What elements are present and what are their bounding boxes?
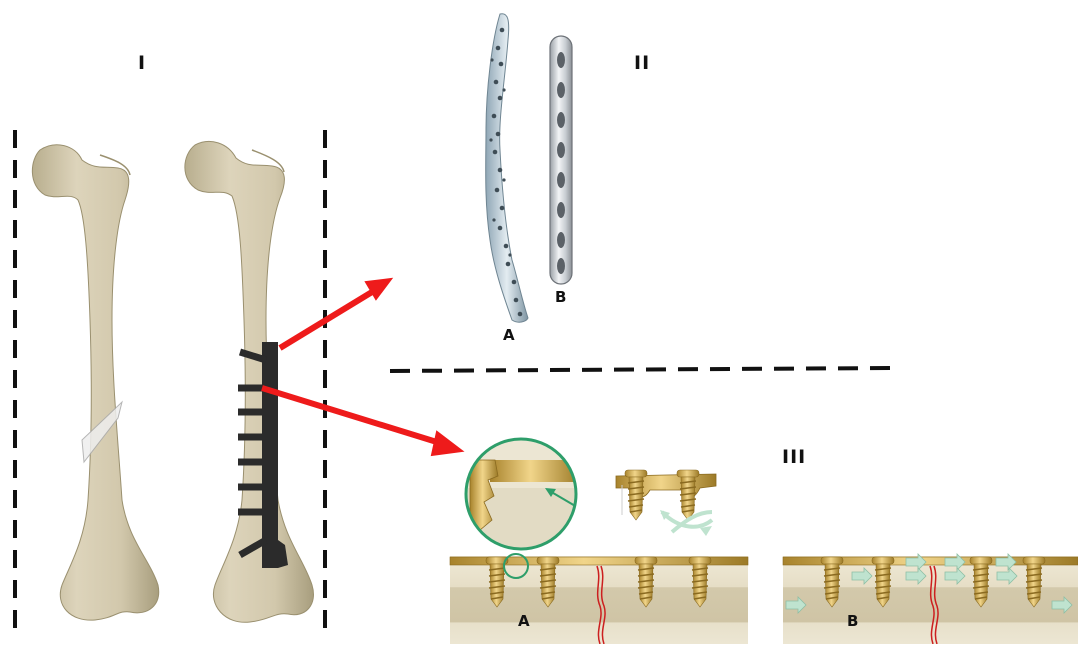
femur-fractured	[32, 145, 158, 620]
panel-b	[783, 554, 1078, 644]
fixation-plate	[262, 342, 278, 568]
section-label-2: II	[634, 54, 650, 73]
plate-a-label: A	[503, 328, 515, 343]
plate-b-image	[550, 36, 572, 284]
section-label-3: III	[782, 448, 806, 467]
plate-a-image	[486, 14, 528, 322]
panel-a-label: A	[518, 614, 530, 629]
magnifier-detail	[466, 439, 582, 549]
section-label-1: I	[138, 54, 146, 73]
pointer-arrows	[262, 279, 462, 455]
panel-b-label: B	[847, 614, 858, 629]
femur-plated	[185, 141, 314, 622]
panel-a	[450, 554, 748, 644]
section-separator	[390, 368, 895, 371]
plate-b-label: B	[555, 290, 566, 305]
screw-plate-detail	[616, 470, 716, 536]
